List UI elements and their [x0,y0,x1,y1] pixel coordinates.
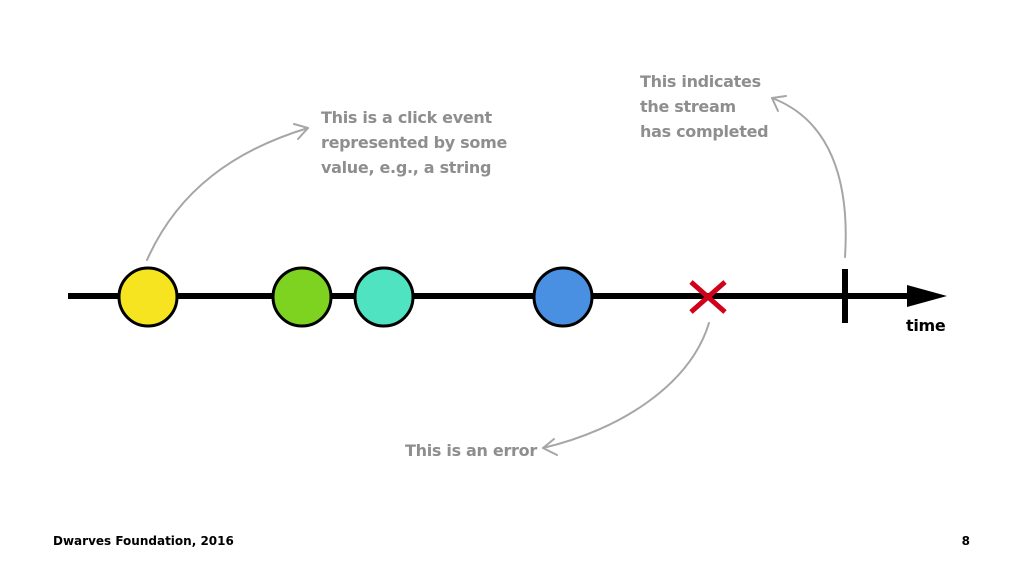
annotation-arrows [146,95,847,456]
event-marbles [117,266,594,328]
time-axis-label: time [906,316,946,335]
error-note-line-1: This is an error [405,441,537,460]
arrowhead-click-note [293,123,309,140]
event-marble-yellow [117,266,179,328]
click-event-note-line-3: value, e.g., a string [321,158,492,177]
page-number: 8 [961,534,970,548]
completed-note-line-2: the stream [640,97,736,116]
error-note: This is an error [405,438,537,463]
event-marble-teal [353,266,415,328]
timeline-group [68,285,947,307]
click-event-note-line-1: This is a click event [321,108,492,127]
completed-note-line-3: has completed [640,122,769,141]
click-event-note: This is a click event represented by som… [321,105,507,180]
completed-note-line-1: This indicates [640,72,761,91]
arrow-to-click-note [146,127,309,261]
completed-note: This indicates the stream has completed [640,69,769,144]
timeline-arrowhead [907,285,947,307]
error-marker-icon [689,280,727,314]
arrowhead-completed-note [771,95,787,112]
event-marble-green [271,266,333,328]
arrowhead-error-note [542,438,558,456]
arrow-to-completed-note [771,97,847,258]
click-event-note-line-2: represented by some [321,133,508,152]
footer-credit: Dwarves Foundation, 2016 [53,534,234,548]
arrow-to-error-note [542,322,710,449]
event-marble-blue [532,266,594,328]
